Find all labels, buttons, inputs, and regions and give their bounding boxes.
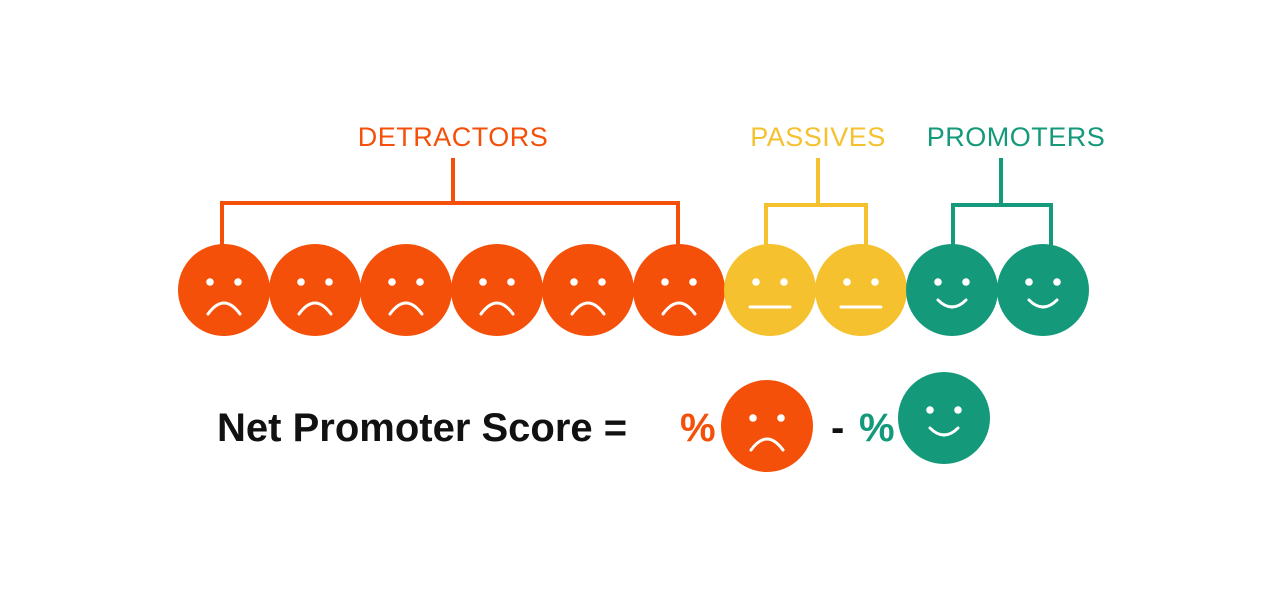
sad-face-icon (542, 244, 634, 336)
formula-promoter-percent: % (859, 406, 895, 450)
formula-sad-face-icon (721, 380, 813, 472)
detractors-bracket (220, 158, 680, 245)
promoters-label: PROMOTERS (927, 122, 1106, 152)
formula-happy-face-icon (898, 372, 990, 464)
passives-label: PASSIVES (750, 122, 886, 152)
promoters-bracket (951, 158, 1053, 245)
happy-face-icon (906, 244, 998, 336)
passives-bracket (764, 158, 868, 245)
sad-face-icon (178, 244, 270, 336)
formula-minus-sign: - (831, 406, 844, 450)
happy-face-icon (898, 372, 990, 464)
sad-face-icon (633, 244, 725, 336)
sad-face-icon (269, 244, 361, 336)
sad-face-icon (360, 244, 452, 336)
neutral-face-icon (815, 244, 907, 336)
detractors-label: DETRACTORS (358, 122, 549, 152)
sad-face-icon (721, 380, 813, 472)
formula-label: Net Promoter Score = (217, 406, 627, 450)
neutral-face-icon (724, 244, 816, 336)
faces-row (178, 244, 1089, 336)
formula-detractor-percent: % (680, 406, 716, 450)
happy-face-icon (997, 244, 1089, 336)
sad-face-icon (451, 244, 543, 336)
